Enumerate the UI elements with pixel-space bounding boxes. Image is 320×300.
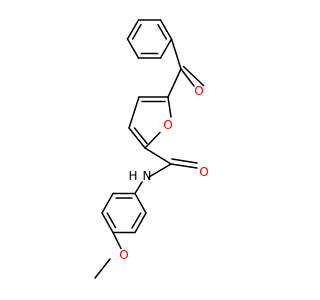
bond	[128, 127, 146, 149]
bond-double-inner	[131, 23, 142, 40]
bond	[167, 68, 182, 98]
bond	[126, 19, 140, 40]
methoxyphenyl-ring	[94, 181, 147, 279]
bond	[170, 38, 182, 70]
amide-hydrogen-label: H	[128, 169, 137, 183]
bond	[159, 19, 173, 40]
furan-oxygen-label: O	[163, 118, 172, 132]
ketone-oxygen-label: O	[194, 84, 203, 98]
bond	[112, 231, 122, 250]
ether-oxygen-label: O	[119, 248, 128, 262]
bond	[126, 38, 140, 59]
bond-carbonyl-double	[171, 158, 198, 164]
bond	[144, 131, 161, 149]
ketone-group	[167, 38, 205, 98]
bond	[159, 38, 173, 59]
bond	[144, 147, 172, 165]
bond-carbonyl	[170, 163, 198, 169]
bond	[128, 96, 140, 129]
bond	[101, 212, 114, 234]
bond-double-inner	[131, 212, 142, 229]
amide-nitrogen-label: N	[143, 169, 152, 183]
bond-carbonyl	[180, 68, 195, 87]
bond	[167, 96, 172, 118]
furan-ring	[128, 96, 172, 149]
bond	[148, 163, 172, 178]
bond	[101, 192, 114, 214]
bond-carbonyl-double	[182, 65, 205, 87]
phenyl-ring-top	[126, 19, 173, 59]
bond	[134, 181, 143, 195]
bond-double-inner	[133, 127, 148, 145]
bond	[134, 192, 147, 214]
molecule-diagram: O O O N H O	[94, 19, 209, 279]
bond	[94, 258, 111, 279]
amide-group	[144, 147, 198, 178]
amide-oxygen-label: O	[199, 165, 208, 179]
atom-labels: O O O N H O	[119, 84, 208, 262]
bond	[134, 212, 147, 234]
bond-double-inner	[157, 23, 168, 40]
bond-double-inner	[106, 212, 117, 229]
